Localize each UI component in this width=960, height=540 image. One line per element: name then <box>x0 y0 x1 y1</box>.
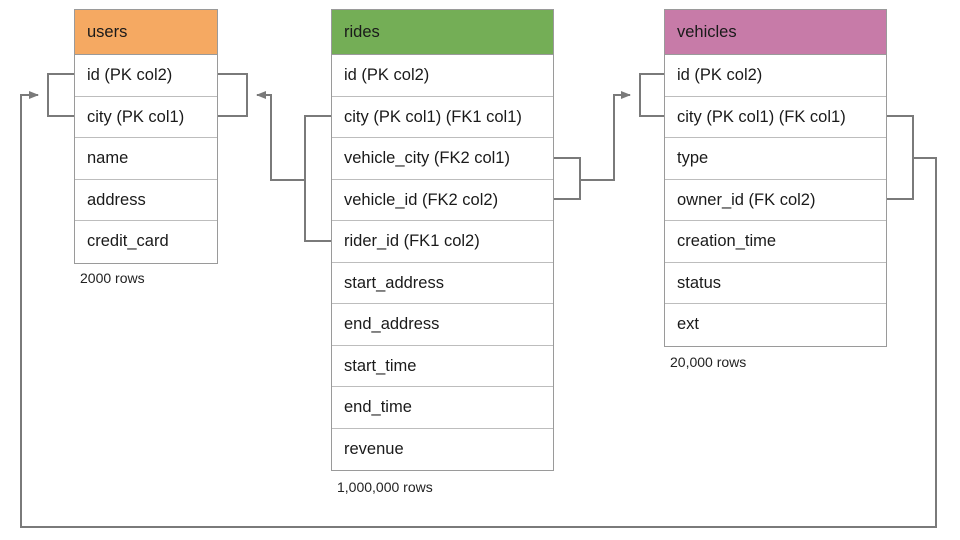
users-right-bracket <box>218 73 248 117</box>
column-vehicles-city[interactable]: city (PK col1) (FK col1) <box>665 96 886 138</box>
column-users-name[interactable]: name <box>75 138 217 180</box>
table-vehicles-title: vehicles <box>665 10 886 55</box>
column-rides-rider-id[interactable]: rider_id (FK1 col2) <box>332 221 553 263</box>
column-rides-end-time[interactable]: end_time <box>332 387 553 429</box>
rowcount-rides: 1,000,000 rows <box>337 479 433 495</box>
table-rides[interactable]: rides id (PK col2) city (PK col1) (FK1 c… <box>331 9 554 471</box>
column-users-address[interactable]: address <box>75 179 217 221</box>
table-vehicles[interactable]: vehicles id (PK col2) city (PK col1) (FK… <box>664 9 887 347</box>
column-rides-vehicle-id[interactable]: vehicle_id (FK2 col2) <box>332 179 553 221</box>
column-rides-start-address[interactable]: start_address <box>332 262 553 304</box>
connector-rides-to-users <box>256 91 305 181</box>
connector-rides-to-vehicles <box>580 91 631 181</box>
column-vehicles-ext[interactable]: ext <box>665 304 886 346</box>
column-vehicles-type[interactable]: type <box>665 138 886 180</box>
column-rides-id[interactable]: id (PK col2) <box>332 55 553 97</box>
table-rides-title: rides <box>332 10 553 55</box>
column-rides-revenue[interactable]: revenue <box>332 428 553 470</box>
column-users-credit-card[interactable]: credit_card <box>75 221 217 263</box>
column-vehicles-status[interactable]: status <box>665 262 886 304</box>
rowcount-users: 2000 rows <box>80 270 145 286</box>
vehicles-right-bracket <box>887 115 914 200</box>
column-rides-start-time[interactable]: start_time <box>332 345 553 387</box>
table-users[interactable]: users id (PK col2) city (PK col1) name a… <box>74 9 218 264</box>
rides-left-bracket <box>304 115 331 242</box>
table-users-title: users <box>75 10 217 55</box>
rowcount-vehicles: 20,000 rows <box>670 354 747 370</box>
column-vehicles-id[interactable]: id (PK col2) <box>665 55 886 97</box>
column-rides-vehicle-city[interactable]: vehicle_city (FK2 col1) <box>332 138 553 180</box>
users-left-bracket <box>47 73 74 117</box>
rides-right-bracket <box>554 157 581 200</box>
column-vehicles-owner-id[interactable]: owner_id (FK col2) <box>665 179 886 221</box>
column-users-id[interactable]: id (PK col2) <box>75 55 217 97</box>
vehicles-left-bracket <box>639 73 664 117</box>
column-vehicles-creation-time[interactable]: creation_time <box>665 221 886 263</box>
column-users-city[interactable]: city (PK col1) <box>75 96 217 138</box>
column-rides-end-address[interactable]: end_address <box>332 304 553 346</box>
column-rides-city[interactable]: city (PK col1) (FK1 col1) <box>332 96 553 138</box>
